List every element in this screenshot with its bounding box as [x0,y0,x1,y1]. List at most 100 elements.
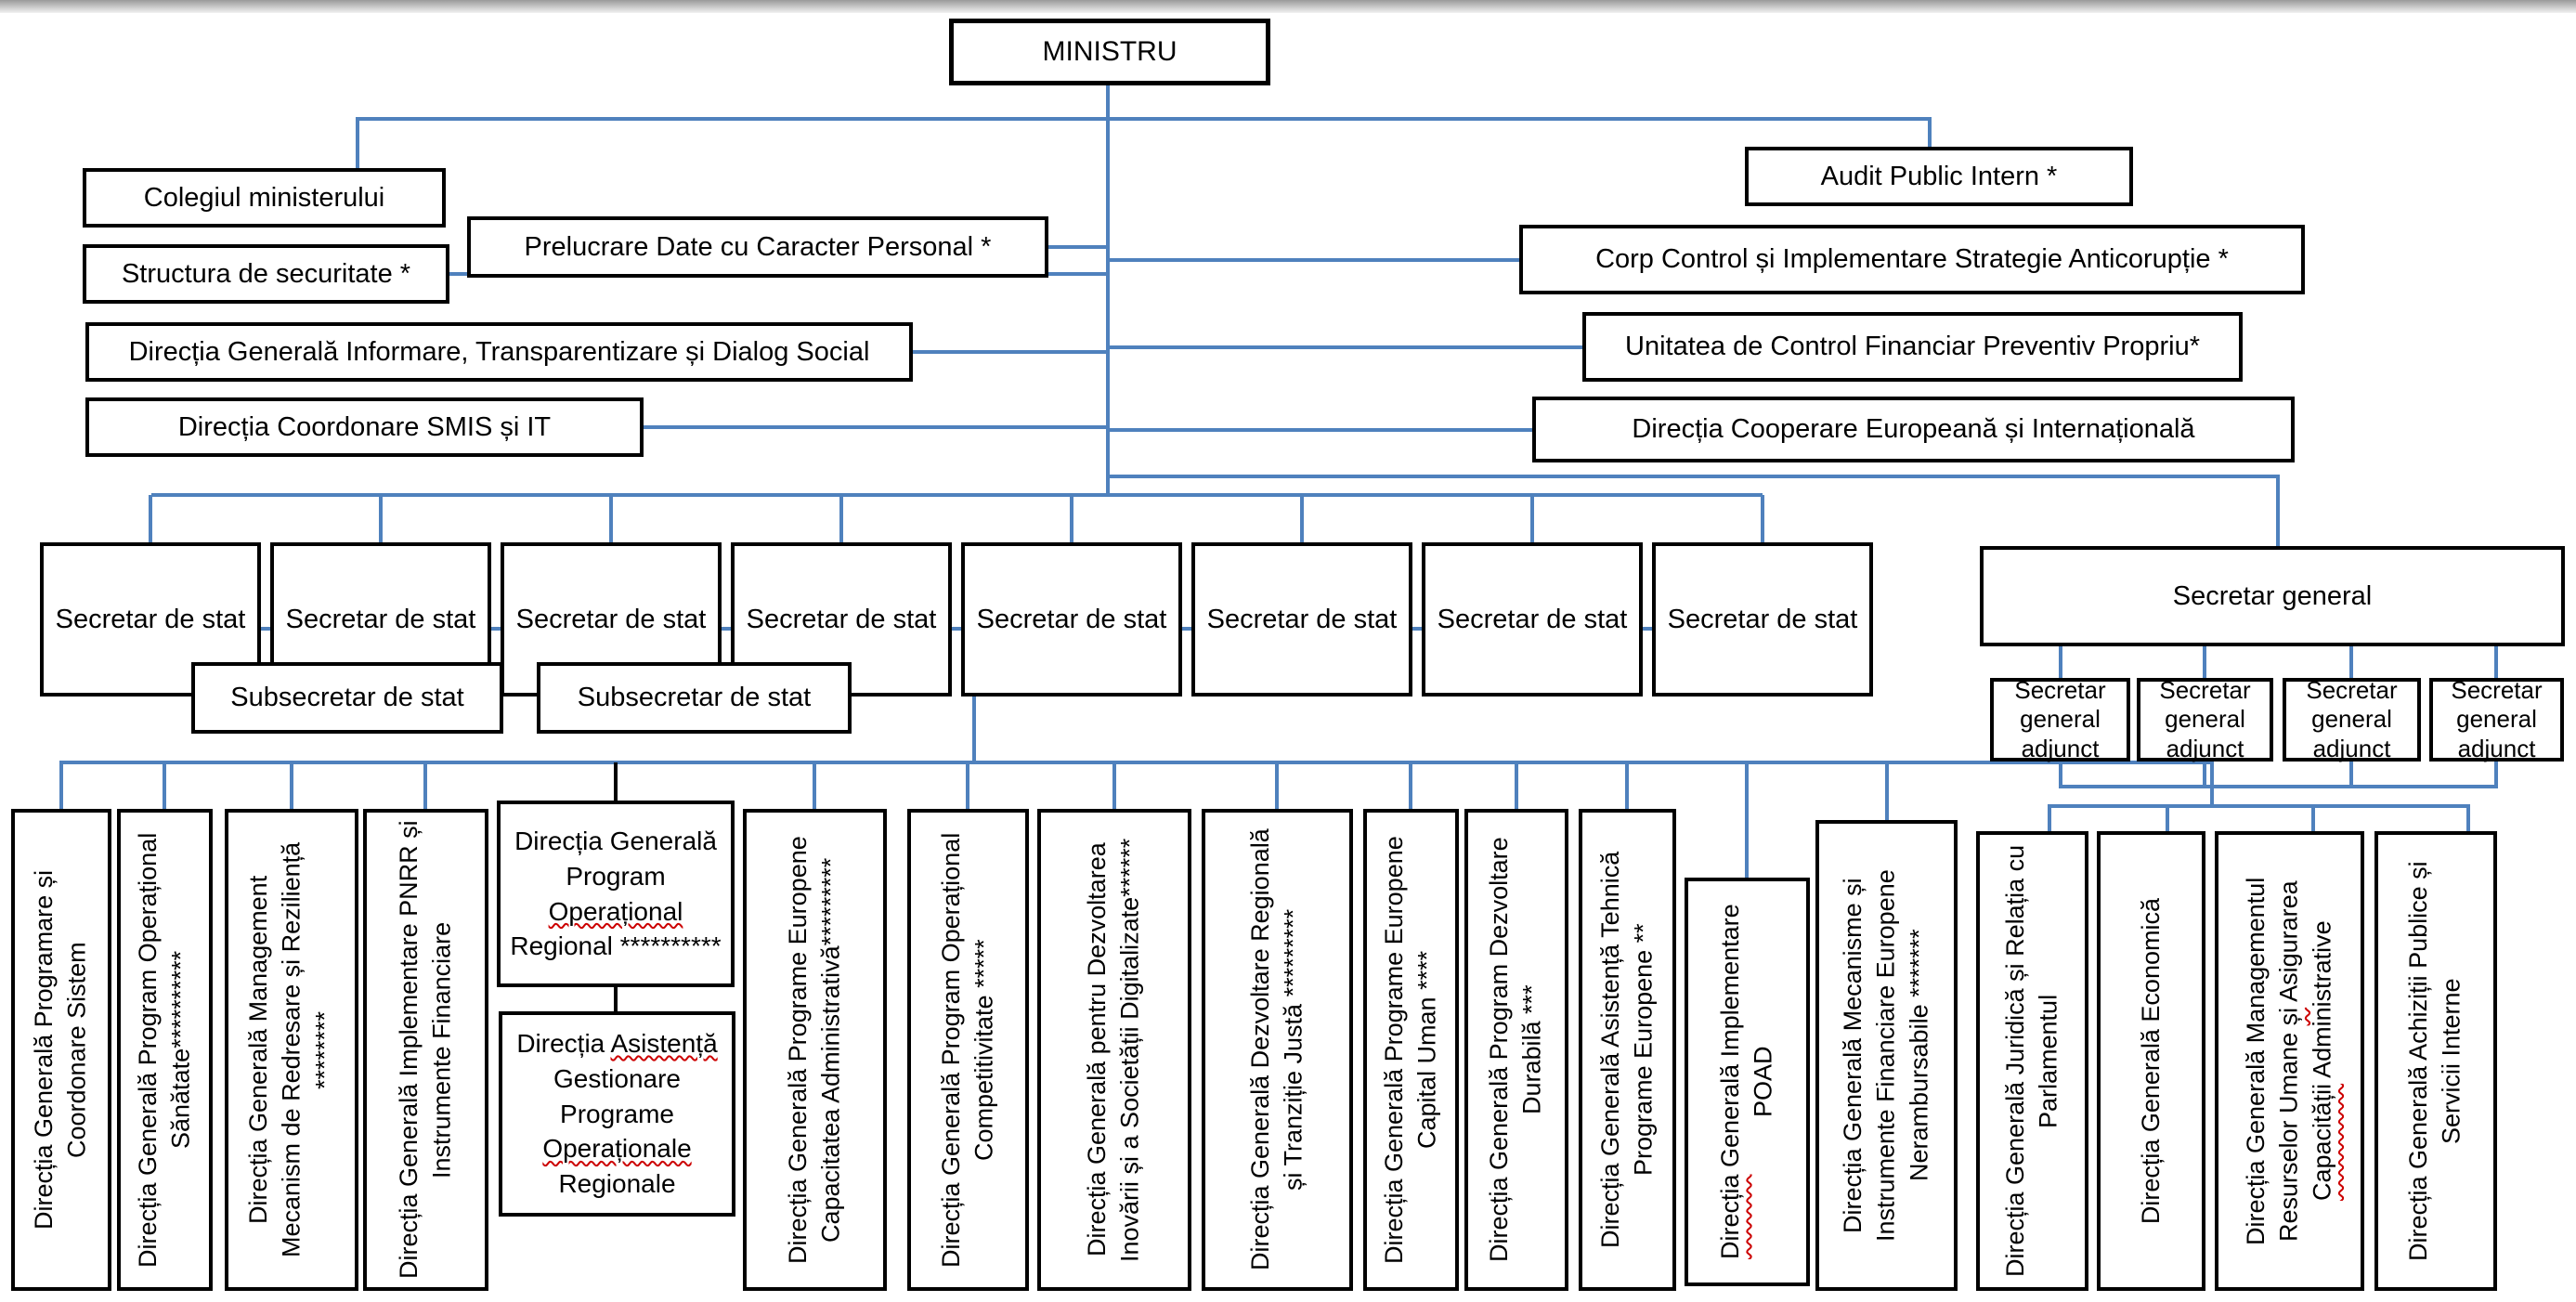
connector-line [966,762,969,809]
directorate-box: Direcția Generală pentru Dezvoltarea Ino… [1037,809,1191,1291]
connector-line [151,627,1763,631]
connector-line [2203,762,2206,787]
subsecretar-de-stat-box: Subsecretar de stat [537,662,852,734]
directorate-box: Direcția Generală Program Operațional Să… [117,809,213,1291]
connector-line [972,631,976,762]
colegiul-ministerului-box: Colegiul ministerului [83,168,446,228]
connector-line [2349,762,2353,787]
directia-smis-it-box: Direcția Coordonare SMIS și IT [85,397,644,457]
secretar-general-adjunct-box: Secretar general adjunct [2283,676,2421,762]
connector-line [2048,806,2051,831]
directorate-label: Direcția Generală Dezvoltare Regională ș… [1245,828,1308,1271]
secretar-general-box: Secretar general [1980,546,2565,646]
secretar-de-stat-box: Secretar de stat [40,542,261,697]
connector-line [1070,495,1073,542]
directorate-label: Direcția Generală Program Operațional Să… [133,832,195,1268]
subsecretar-de-stat-box: Subsecretar de stat [191,662,503,734]
ministru-box: MINISTRU [949,19,1270,85]
directorate-box: Direcția Generală Implementare POAD [1685,878,1810,1286]
connector-line [59,761,2214,764]
directorate-box: Direcția Generală Programe Europene Capi… [1363,809,1459,1291]
secretar-de-stat-box: Secretar de stat [961,542,1182,697]
directia-cooperare-box: Direcția Cooperare Europeană și Internaț… [1532,397,2295,462]
connector-line [2059,646,2062,678]
directorate-box: Direcția Generală Mecanisme și Instrumen… [1815,820,1958,1291]
directorate-label: Direcția Generală pentru Dezvoltarea Ino… [1083,838,1144,1262]
connector-line [1108,258,1519,262]
connector-line [1530,495,1534,542]
connector-line [1409,762,1412,809]
directorate-label: Direcția Generală Economică [2136,897,2165,1225]
connector-line [2349,646,2353,678]
connector-line [1761,495,1764,542]
connector-line [2311,806,2315,831]
directorate-label: Direcția Generală Program Operațional Co… [936,832,998,1268]
connector-line [151,493,1763,497]
secretar-de-stat-box: Secretar de stat [1652,542,1873,697]
directorate-label: Direcția Generală Programare și Coordona… [30,869,91,1230]
connector-line [1885,762,1889,820]
connector-line [1625,762,1629,809]
directorate-box: Direcția Generală Juridică și Relația cu… [1976,831,2088,1291]
connector-line [2048,804,2470,808]
connector-line [614,987,618,1011]
directorate-label: Direcția Generală Program Operațional Re… [510,826,722,961]
window-top-bar [0,0,2576,13]
directorate-label: Direcția Generală Management Mecanism de… [243,841,338,1258]
prelucrare-date-box: Prelucrare Date cu Caracter Personal * [467,216,1048,278]
connector-line [2203,646,2206,678]
connector-line [59,762,63,809]
directorate-box: Direcția Generală Programe Europene Capa… [743,809,887,1291]
directorate-label: Direcția Generală Achiziții Publice și S… [2404,861,2465,1261]
directorate-box: Direcția Generală Asistență Tehnică Prog… [1579,809,1676,1291]
directorate-box: Direcția Asistență Gestionare Programe O… [499,1011,735,1217]
connector-line [356,119,359,168]
directorate-label: Direcția Generală Asistență Tehnică Prog… [1595,851,1658,1249]
connector-line [614,762,618,801]
connector-line [2466,806,2470,831]
connector-line [1106,475,2280,478]
connector-line [2276,475,2280,546]
connector-line [149,495,152,542]
directorate-label: Direcția Generală Mecanisme și Instrumen… [1839,869,1933,1242]
secretar-general-adjunct-box: Secretar general adjunct [1990,676,2130,762]
secretar-de-stat-box: Secretar de stat [1422,542,1643,697]
connector-line [2059,762,2062,787]
connector-line [1515,762,1518,809]
directorate-label: Direcția Generală Juridică și Relația cu… [2000,844,2062,1278]
connector-line [1928,119,1932,147]
directorate-label: Direcția Generală Programe Europene Capa… [783,836,845,1264]
directorate-label: Direcția Generală Programe Europene Capi… [1379,836,1441,1264]
structura-securitate-box: Structura de securitate * [83,244,449,304]
directorate-box: Direcția Generală Program Operațional Co… [907,809,1029,1291]
directorate-label: Direcția Generală Program Dezvoltare Dur… [1485,837,1546,1263]
connector-line [1745,762,1749,878]
connector-line [609,495,613,542]
directorate-box: Direcția Generală Programare și Coordona… [11,809,111,1291]
connector-line [1106,85,1110,495]
dg-informare-box: Direcția Generală Informare, Transparent… [85,322,913,382]
connector-line [2059,785,2498,788]
connector-line [423,762,427,809]
directorate-box: Direcția Generală Program Dezvoltare Dur… [1464,809,1568,1291]
directorate-box: Direcția Generală Achiziții Publice și S… [2374,831,2497,1291]
audit-public-intern-box: Audit Public Intern * [1745,147,2133,206]
directorate-box: Direcția Generală Managementul Resurselo… [2215,831,2364,1291]
corp-control-box: Corp Control și Implementare Strategie A… [1519,225,2305,294]
secretar-general-adjunct-box: Secretar general adjunct [2137,676,2273,762]
connector-line [163,762,166,809]
connector-line [356,117,1932,121]
connector-line [2494,762,2498,787]
connector-line [2210,762,2214,806]
connector-line [1048,245,1108,249]
secretar-de-stat-box: Secretar de stat [1191,542,1412,697]
connector-line [913,350,1108,354]
directorate-box: Direcția Generală Management Mecanism de… [225,809,358,1291]
directorate-label: Direcția Generală Implementare POAD [1715,904,1777,1260]
connector-line [290,762,293,809]
directorate-box: Direcția Generală Program Operațional Re… [497,801,735,987]
directorate-box: Direcția Generală Dezvoltare Regională ș… [1202,809,1353,1291]
connector-line [1112,762,1116,809]
secretar-general-adjunct-box: Secretar general adjunct [2429,676,2564,762]
